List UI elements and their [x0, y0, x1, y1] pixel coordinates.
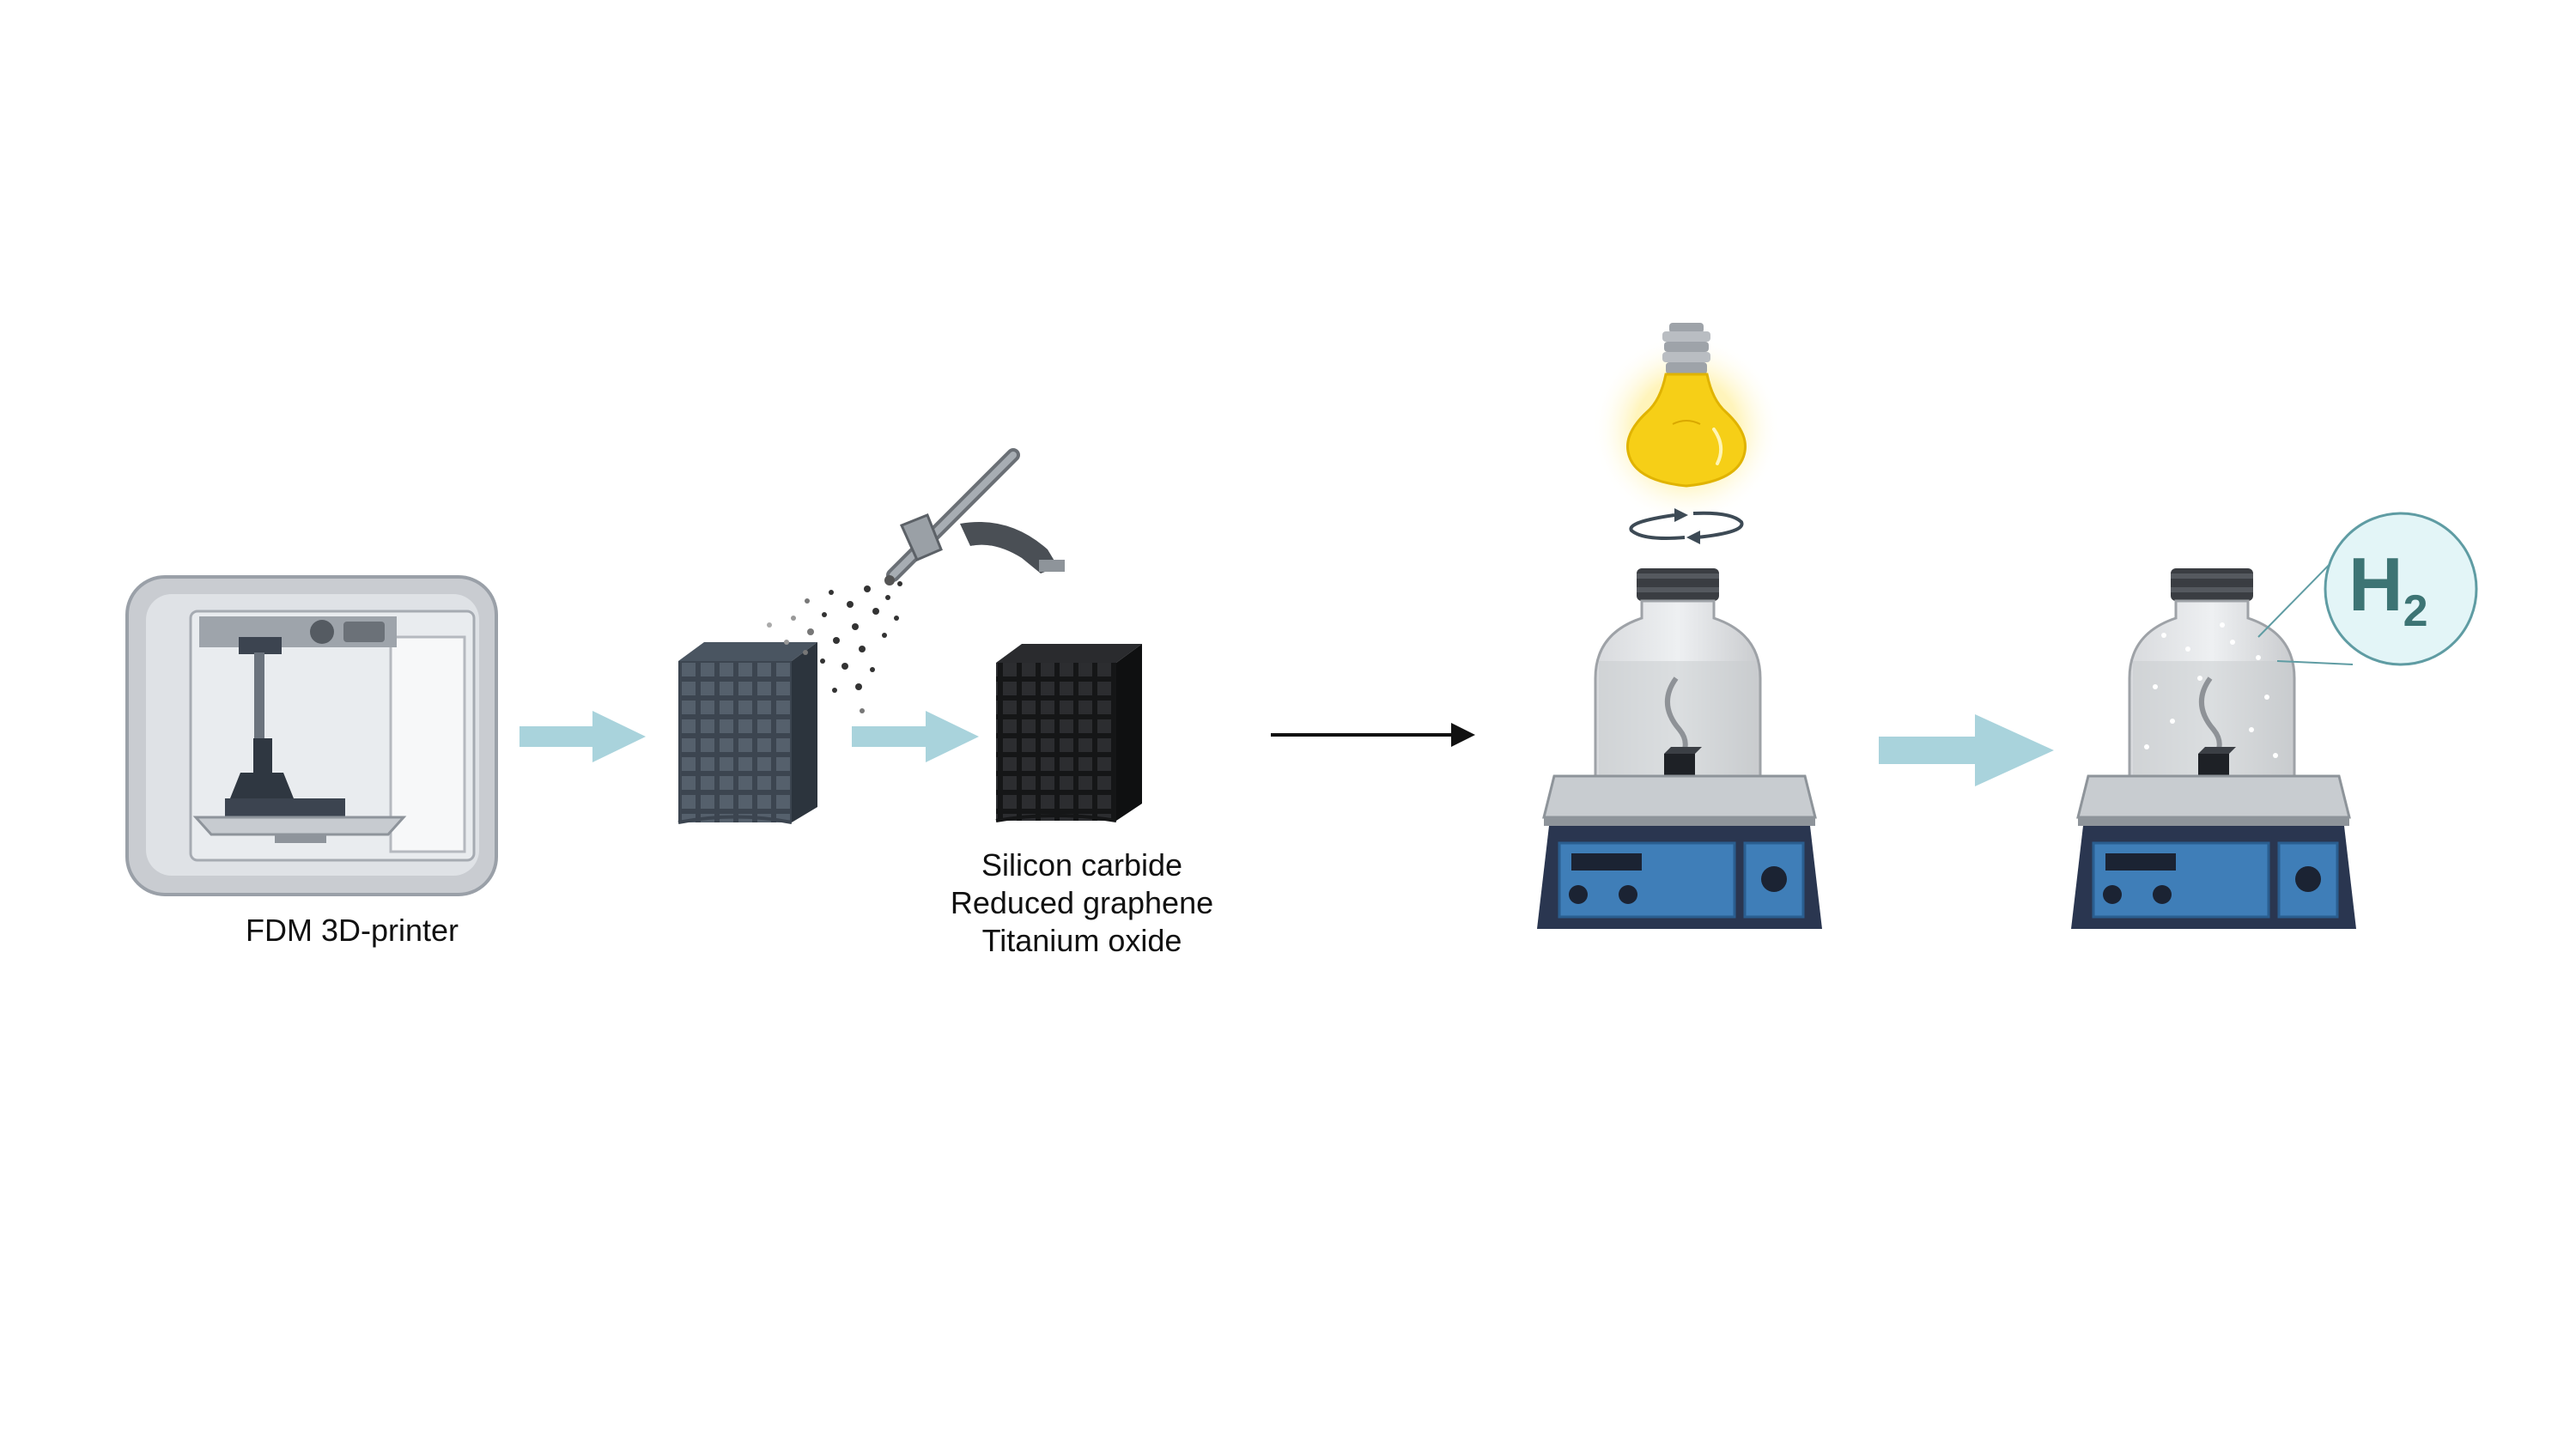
coating-line-2: Reduced graphene — [950, 885, 1214, 920]
rotation-icon — [1629, 508, 1744, 544]
scaffold-cube-icon — [677, 642, 817, 824]
stirrer-2 — [2071, 568, 2356, 929]
bottle-icon — [1594, 568, 1762, 805]
spray-particles — [767, 581, 902, 713]
process-arrow — [1271, 723, 1475, 747]
bottle-icon — [2128, 568, 2296, 805]
coating-materials-label: Silicon carbide Reduced graphene Titaniu… — [876, 846, 1288, 960]
coated-cube-icon — [995, 644, 1142, 822]
coating-line-1: Silicon carbide — [981, 847, 1183, 883]
coating-line-3: Titanium oxide — [981, 923, 1182, 958]
flow-arrow-3 — [1879, 714, 2054, 786]
h2-callout-icon — [2257, 512, 2478, 666]
flow-arrow-1 — [519, 711, 646, 762]
flow-arrow-2 — [852, 711, 979, 762]
printer-label: FDM 3D-printer — [245, 913, 459, 948]
h2-subscript: 2 — [2403, 586, 2428, 636]
printer-icon — [125, 575, 498, 896]
light-bulb-icon — [1592, 323, 1781, 524]
h2-main: H — [2348, 542, 2403, 627]
h2-label: H2 — [2348, 541, 2427, 637]
stirrer-1 — [1537, 568, 1822, 929]
spray-gun-icon — [884, 448, 1065, 585]
